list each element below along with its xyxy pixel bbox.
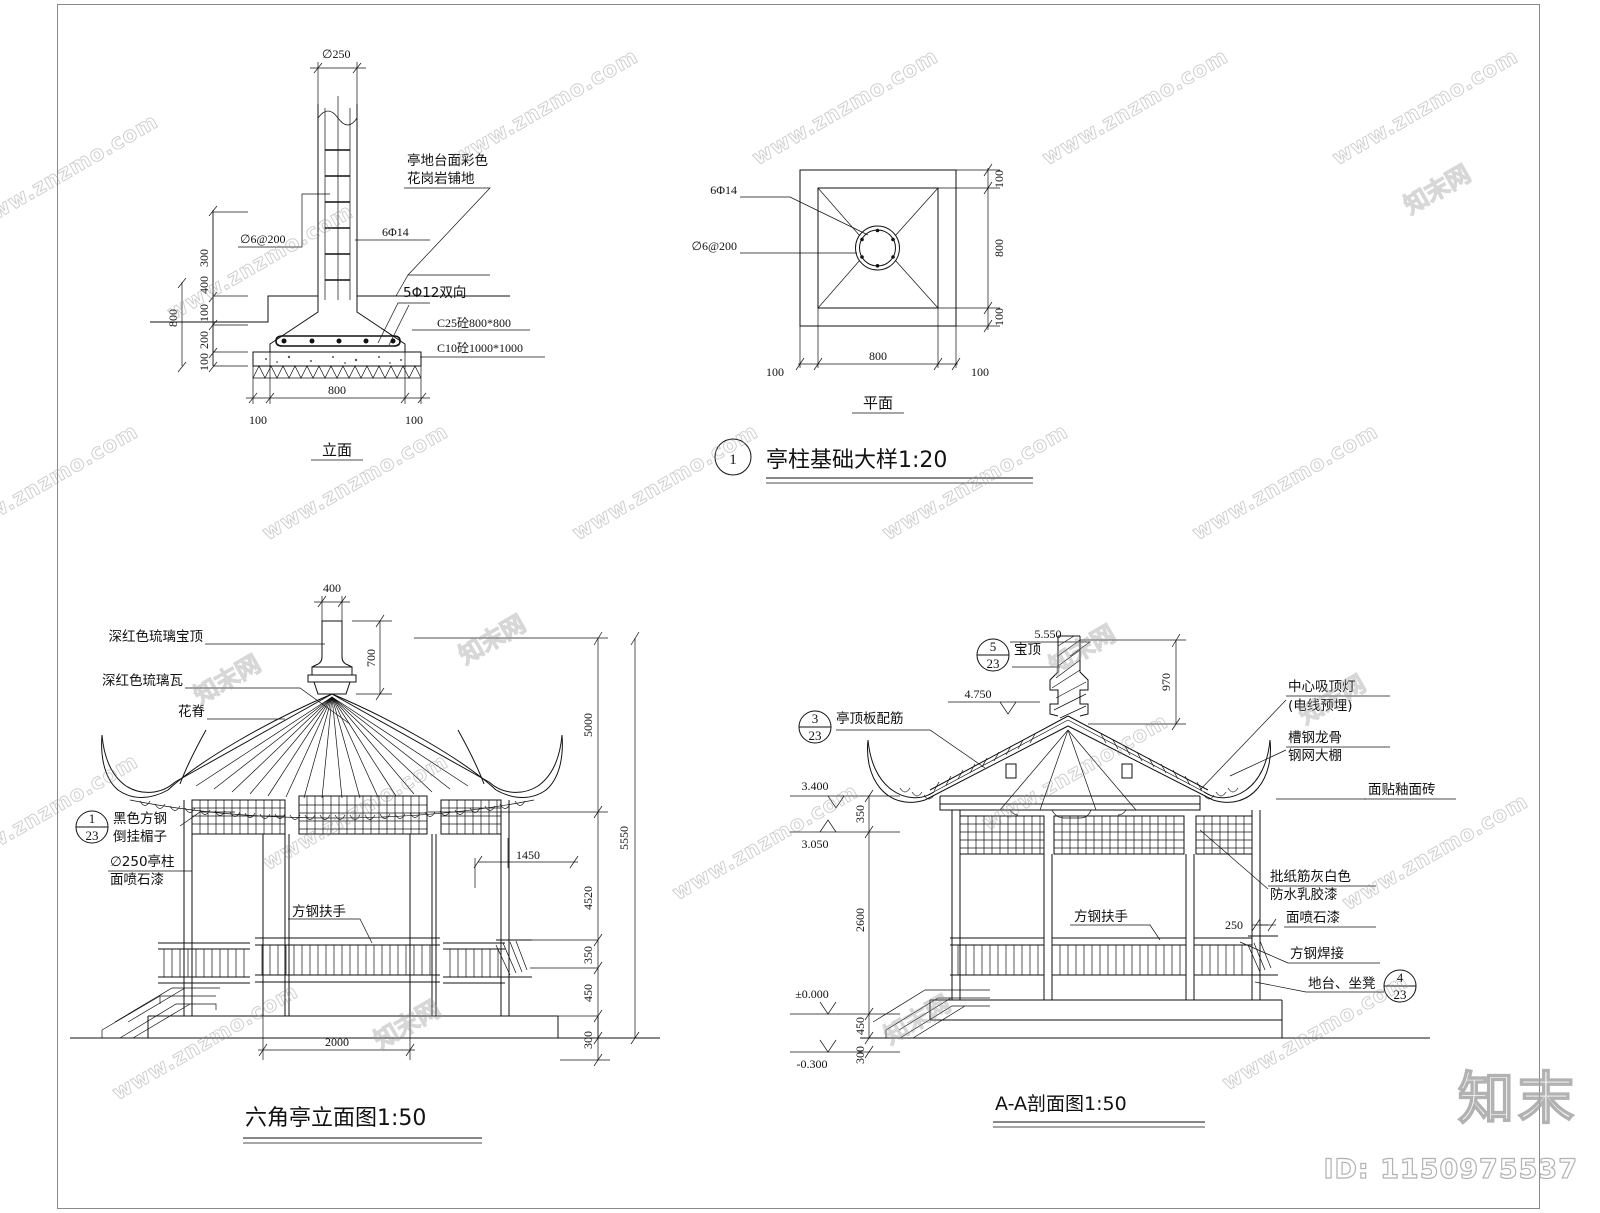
- label-main-bars: 6Φ14: [382, 225, 409, 239]
- dim-100a: 100: [197, 304, 211, 322]
- dim-finial-height: 700: [364, 649, 378, 667]
- elevation-title: 六角亭立面图1:50: [245, 1106, 426, 1131]
- label-stirrup: ∅6@200: [240, 232, 286, 246]
- dim-bottom-100-left: 100: [249, 413, 267, 427]
- label-handrail-section: 方钢扶手: [1074, 909, 1128, 925]
- dim-base-300: 300: [581, 1031, 595, 1049]
- label-ridge: 花脊: [178, 704, 205, 720]
- dim-sec-250: 250: [1225, 918, 1243, 932]
- dim-100b: 100: [197, 353, 211, 371]
- dim-300: 300: [197, 249, 211, 267]
- label-glazed-tile: 面贴釉面砖: [1368, 782, 1436, 798]
- dim-5550: 5550: [617, 826, 631, 850]
- label-baoding: 宝顶: [1014, 642, 1041, 658]
- pavilion-elevation-drawing: 深红色琉璃宝顶 深红色琉璃瓦 花脊 1 23 黑色方钢 倒挂楣子 ∅250亭柱 …: [70, 581, 660, 1144]
- dim-450: 450: [581, 984, 595, 1002]
- label-column-dia: ∅250亭柱: [110, 853, 175, 870]
- sec-bubble3-bottom: 23: [809, 728, 822, 743]
- label-footing-bars: 5Φ12双向: [403, 285, 466, 301]
- dim-sec-2600: 2600: [853, 908, 867, 932]
- plan-label-stirrup: ∅6@200: [691, 239, 737, 253]
- plan-dim-100-top: 100: [992, 170, 1006, 188]
- pavilion-columns: [183, 800, 510, 1016]
- sec-bubble4-top: 4: [1397, 970, 1404, 985]
- dim-400: 400: [197, 276, 211, 294]
- label-roof-rebar: 亭顶板配筋: [836, 710, 904, 727]
- elev-bubble-top: 1: [89, 811, 96, 826]
- detail-title: 亭柱基础大样1:20: [766, 448, 947, 473]
- foundation-plan-drawing: 6Φ14 ∅6@200 100 800 100 800 100 100 平面: [691, 163, 1006, 414]
- label-c10: C10砼1000*1000: [437, 341, 523, 355]
- label-plaster2: 防水乳胶漆: [1270, 886, 1338, 903]
- dim-350: 350: [581, 946, 595, 964]
- label-c25: C25砼800*800: [437, 316, 511, 330]
- level-m0300: -0.300: [797, 1057, 828, 1071]
- sec-bubble4-bottom: 23: [1394, 987, 1407, 1002]
- label-plaster1: 批纸筋灰白色: [1270, 868, 1351, 885]
- level-3400: 3.400: [802, 779, 829, 793]
- label-channel-steel1: 槽钢龙骨: [1288, 730, 1342, 746]
- dim-bottom-800: 800: [328, 383, 346, 397]
- railing: [158, 937, 532, 984]
- label-stone-paint: 面喷石漆: [1286, 910, 1340, 926]
- dim-column-dia: ∅250: [322, 47, 350, 61]
- sec-bubble5-bottom: 23: [987, 656, 1000, 671]
- dim-sec-450: 450: [853, 1017, 867, 1035]
- plan-dim-800-right: 800: [992, 239, 1006, 257]
- elev-bubble-bottom: 23: [86, 828, 99, 843]
- dim-970: 970: [1159, 673, 1173, 691]
- dim-800-total: 800: [166, 309, 180, 327]
- level-5550: 5.550: [1035, 627, 1062, 641]
- level-3050: 3.050: [802, 837, 829, 851]
- label-ceiling-lamp1: 中心吸顶灯: [1288, 679, 1356, 695]
- label-paving-line2: 花岗岩铺地: [407, 171, 475, 187]
- label-steel-weld: 方钢焊接: [1290, 945, 1344, 962]
- pavilion-section-drawing: 5.550 4.750 3.400 3.050 ±0.000 -0.300 97…: [790, 627, 1456, 1128]
- detail-bubble-number: 1: [729, 452, 737, 468]
- label-platform-bench: 地台、坐凳: [1308, 976, 1376, 992]
- level-0000: ±0.000: [795, 987, 829, 1001]
- dim-1450: 1450: [516, 848, 540, 862]
- dim-sec-300: 300: [853, 1046, 867, 1064]
- label-paving-line1: 亭地台面彩色: [407, 152, 488, 169]
- dim-sec-350: 350: [853, 805, 867, 823]
- dim-2000: 2000: [325, 1035, 349, 1049]
- foundation-elevation-drawing: ∅250 ∅6@200 6Φ14 亭地台面彩色 花岗岩铺地 5Φ12双向 C25…: [150, 47, 545, 461]
- sheet-border: [57, 4, 1540, 1209]
- section-railing: [950, 935, 1278, 976]
- label-ceiling-lamp2: (电线预埋): [1288, 698, 1353, 714]
- plan-dim-bottom-800: 800: [869, 349, 887, 363]
- plan-dim-100-bottom: 100: [992, 308, 1006, 326]
- dim-finial-width: 400: [323, 581, 341, 595]
- plan-dim-bottom-100-right: 100: [971, 365, 989, 379]
- view-name-plan: 平面: [863, 394, 893, 412]
- sec-bubble3-top: 3: [812, 711, 819, 726]
- label-handrail-elev: 方钢扶手: [292, 904, 346, 920]
- dim-bottom-100-right: 100: [405, 413, 423, 427]
- view-name-elevation: 立面: [322, 441, 352, 459]
- lattice-band: [191, 795, 502, 835]
- detail-1-title-block: 1 亭柱基础大样1:20: [714, 438, 1033, 484]
- plan-label-main-bars: 6Φ14: [710, 183, 737, 197]
- label-black-steel: 黑色方钢: [113, 810, 167, 827]
- section-title: A-A剖面图1:50: [995, 1093, 1127, 1115]
- plan-dim-bottom-100-left: 100: [766, 365, 784, 379]
- level-4750: 4.750: [965, 687, 992, 701]
- sec-bubble5-top: 5: [990, 639, 997, 654]
- label-channel-steel2: 钢网大棚: [1288, 748, 1342, 764]
- label-hanging-lattice: 倒挂楣子: [113, 829, 167, 845]
- label-roof-tile: 深红色琉璃瓦: [102, 672, 183, 689]
- dim-5000: 5000: [581, 713, 595, 737]
- label-column-finish: 面喷石漆: [110, 872, 164, 888]
- dim-200: 200: [197, 331, 211, 349]
- label-finial: 深红色琉璃宝顶: [109, 628, 204, 645]
- dim-4520: 4520: [581, 886, 595, 910]
